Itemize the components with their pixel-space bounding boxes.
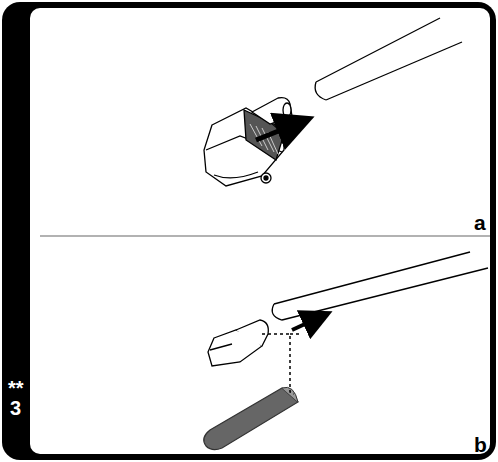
panel-letter: a [474,212,486,233]
panel [30,8,490,454]
floor-brush [204,98,292,186]
option-mark: ** [8,378,24,398]
crevice-tool [204,387,298,449]
figure-number: 3 [10,398,21,418]
tube-top [315,18,462,100]
insert-arrow [292,318,318,330]
divider [40,235,490,237]
insert-arrow [256,124,296,140]
bracket [262,334,294,394]
panel-letter: b [474,434,487,455]
tube-bottom [272,252,488,320]
upholstery-tool [208,320,268,366]
